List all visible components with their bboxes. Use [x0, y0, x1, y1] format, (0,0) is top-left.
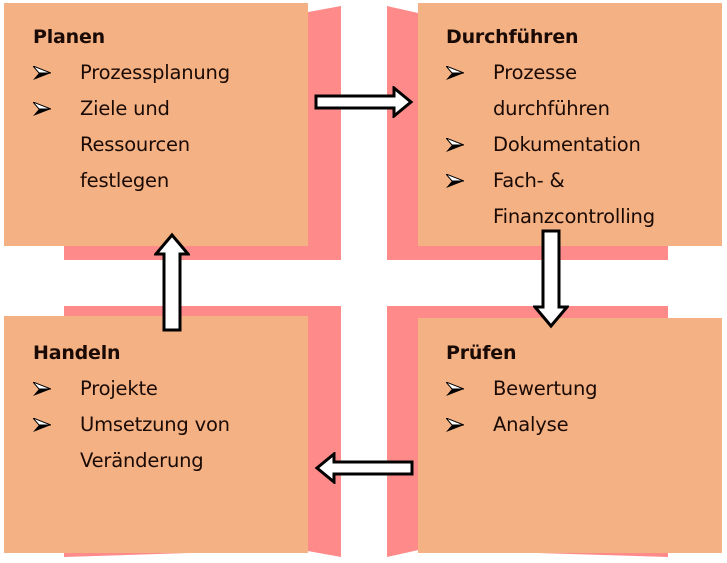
quadrant-title: Durchführen — [446, 26, 579, 48]
arrow-bullet-icon — [33, 407, 53, 443]
list-item: Ziele und Ressourcen festlegen — [33, 91, 260, 199]
list-item: Bewertung — [446, 371, 722, 407]
arrow-bullet-icon — [446, 371, 466, 407]
list-item: Fach- & Finanzcontrolling — [446, 163, 655, 235]
list-item: Dokumentation — [446, 127, 722, 163]
quadrant-title: Prüfen — [446, 342, 517, 364]
quadrant-title: Planen — [33, 26, 105, 48]
arrow-bullet-icon — [446, 127, 466, 163]
arrow-bullet-icon — [446, 163, 466, 199]
quadrant-plan: Planen Prozessplanung Ziele und Ressourc… — [4, 3, 308, 246]
arrow-bullet-icon — [33, 91, 53, 127]
list-item: Prozessplanung — [33, 55, 308, 91]
arrow-right-icon — [314, 86, 414, 118]
quadrant-do: Durchführen Prozesse durchführen Dokumen… — [418, 3, 722, 246]
arrow-bullet-icon — [446, 407, 466, 443]
arrow-bullet-icon — [33, 371, 53, 407]
arrow-down-icon — [533, 229, 569, 329]
arrow-bullet-icon — [33, 55, 53, 91]
arrow-left-icon — [314, 452, 414, 484]
list-item: Umsetzung von Veränderung — [33, 407, 295, 479]
quadrant-title: Handeln — [33, 342, 121, 364]
arrow-up-icon — [154, 232, 190, 332]
arrow-bullet-icon — [446, 55, 466, 91]
list-item: Prozesse durchführen — [446, 55, 663, 127]
quadrant-act: Handeln Projekte Umsetzung von Veränderu… — [4, 316, 308, 553]
list-item: Analyse — [446, 407, 722, 443]
list-item: Projekte — [33, 371, 308, 407]
quadrant-check: Prüfen Bewertung Analyse — [418, 318, 722, 553]
